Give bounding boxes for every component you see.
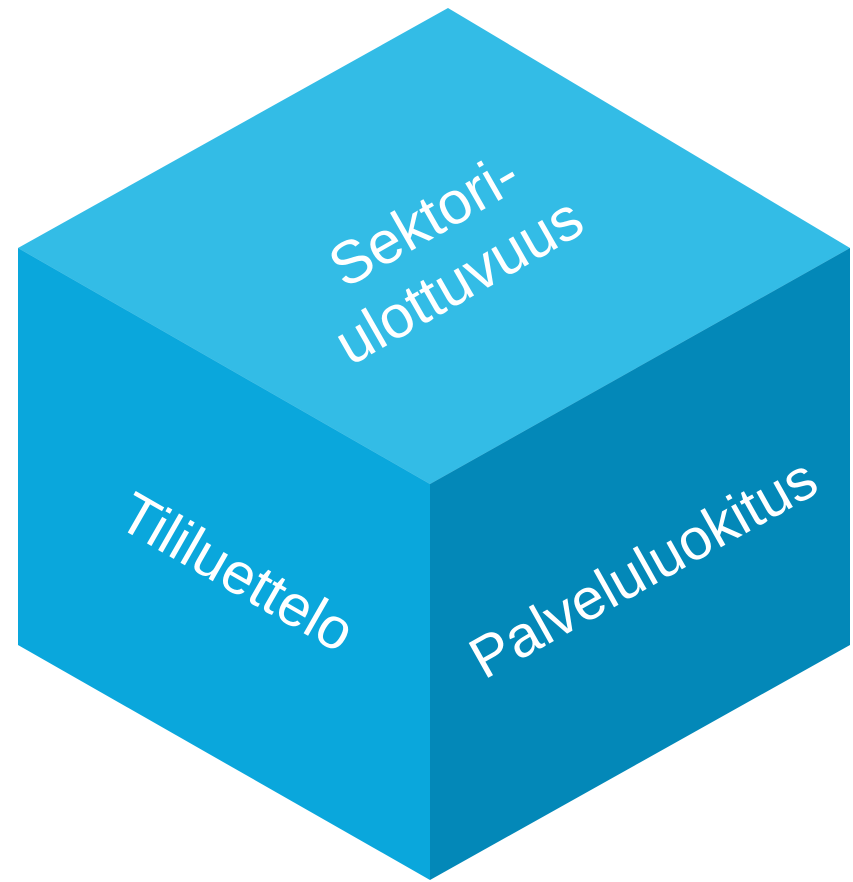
cube-face-right xyxy=(430,248,850,880)
cube-face-top xyxy=(18,8,850,484)
cube-face-left xyxy=(18,248,430,880)
